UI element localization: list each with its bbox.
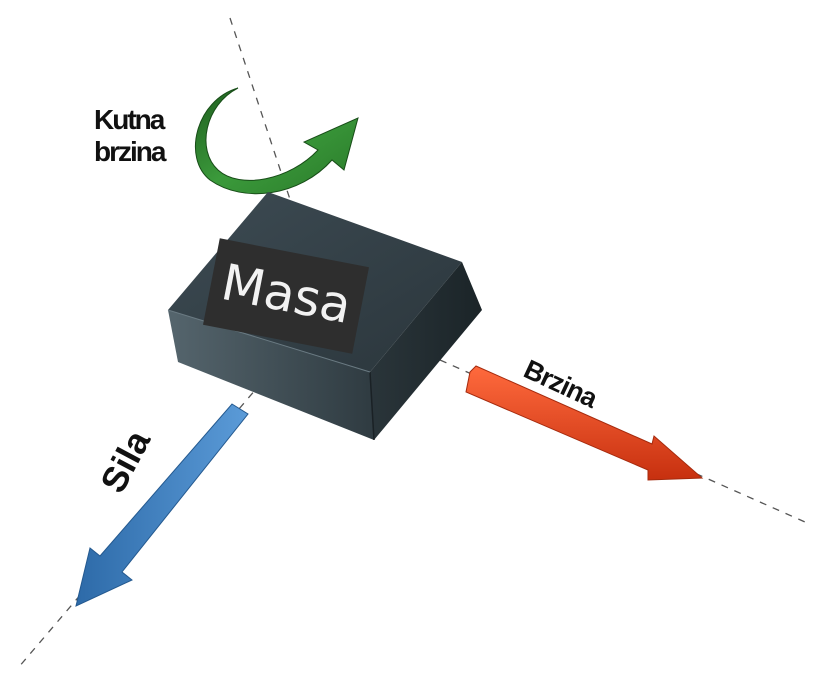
force-arrow-icon [76,404,248,606]
angular-velocity-arrow-icon [195,88,358,194]
angular-velocity-label: Kutna brzina [94,104,164,168]
angular-velocity-label-line1: Kutna [94,104,164,136]
angular-velocity-label-line2: brzina [94,136,164,168]
